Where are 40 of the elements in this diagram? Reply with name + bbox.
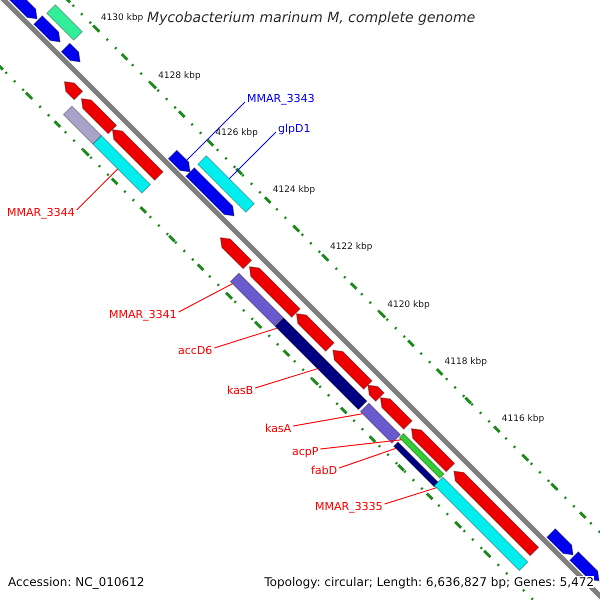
gene-block	[314, 357, 368, 410]
gene-label: kasA	[265, 423, 292, 434]
diagram-title: Mycobacterium marinum M, complete genome	[147, 11, 476, 25]
gene-label: fabD	[311, 465, 338, 476]
gene-label: glpD1	[278, 123, 310, 134]
leader-line	[214, 328, 278, 348]
gene-block	[230, 272, 284, 326]
gene-block	[274, 316, 325, 368]
leader-line	[292, 413, 363, 426]
tick-label: 4116 kbp	[502, 415, 544, 424]
footer-text: Accession: NC_010612	[8, 576, 144, 588]
leader-line	[76, 168, 118, 210]
gene-block	[168, 150, 191, 172]
leader-line	[228, 132, 276, 180]
tick-label: 4128 kbp	[158, 72, 201, 81]
gene-block	[360, 402, 402, 444]
tick-label: 4118 kbp	[444, 358, 487, 367]
tick-label: 4124 kbp	[272, 186, 316, 196]
gene-block	[92, 134, 152, 194]
gene-block	[434, 476, 529, 572]
tick-label: 4120 kbp	[387, 300, 430, 310]
gene-label: MMAR_3341	[109, 309, 177, 320]
leader-line	[384, 487, 437, 504]
tick-label: 4126 kbp	[215, 128, 258, 138]
gene-label: kasB	[227, 385, 254, 396]
gene-label: MMAR_3335	[315, 501, 383, 512]
gene-block	[197, 155, 255, 213]
gene-label: acpP	[292, 446, 318, 457]
leader-line	[338, 448, 396, 468]
tick-label: 4122 kbp	[330, 243, 372, 252]
gene-label: MMAR_3344	[7, 207, 75, 218]
leader-line	[320, 439, 402, 450]
gene-block	[398, 432, 445, 479]
gene-label: accD6	[178, 345, 212, 356]
leader-line	[254, 368, 318, 388]
leader-line	[178, 283, 233, 312]
gene-block	[393, 441, 440, 488]
tick-label: 4130 kbp	[100, 14, 144, 24]
gene-label: MMAR_3343	[247, 93, 315, 104]
leader-line	[186, 102, 246, 161]
